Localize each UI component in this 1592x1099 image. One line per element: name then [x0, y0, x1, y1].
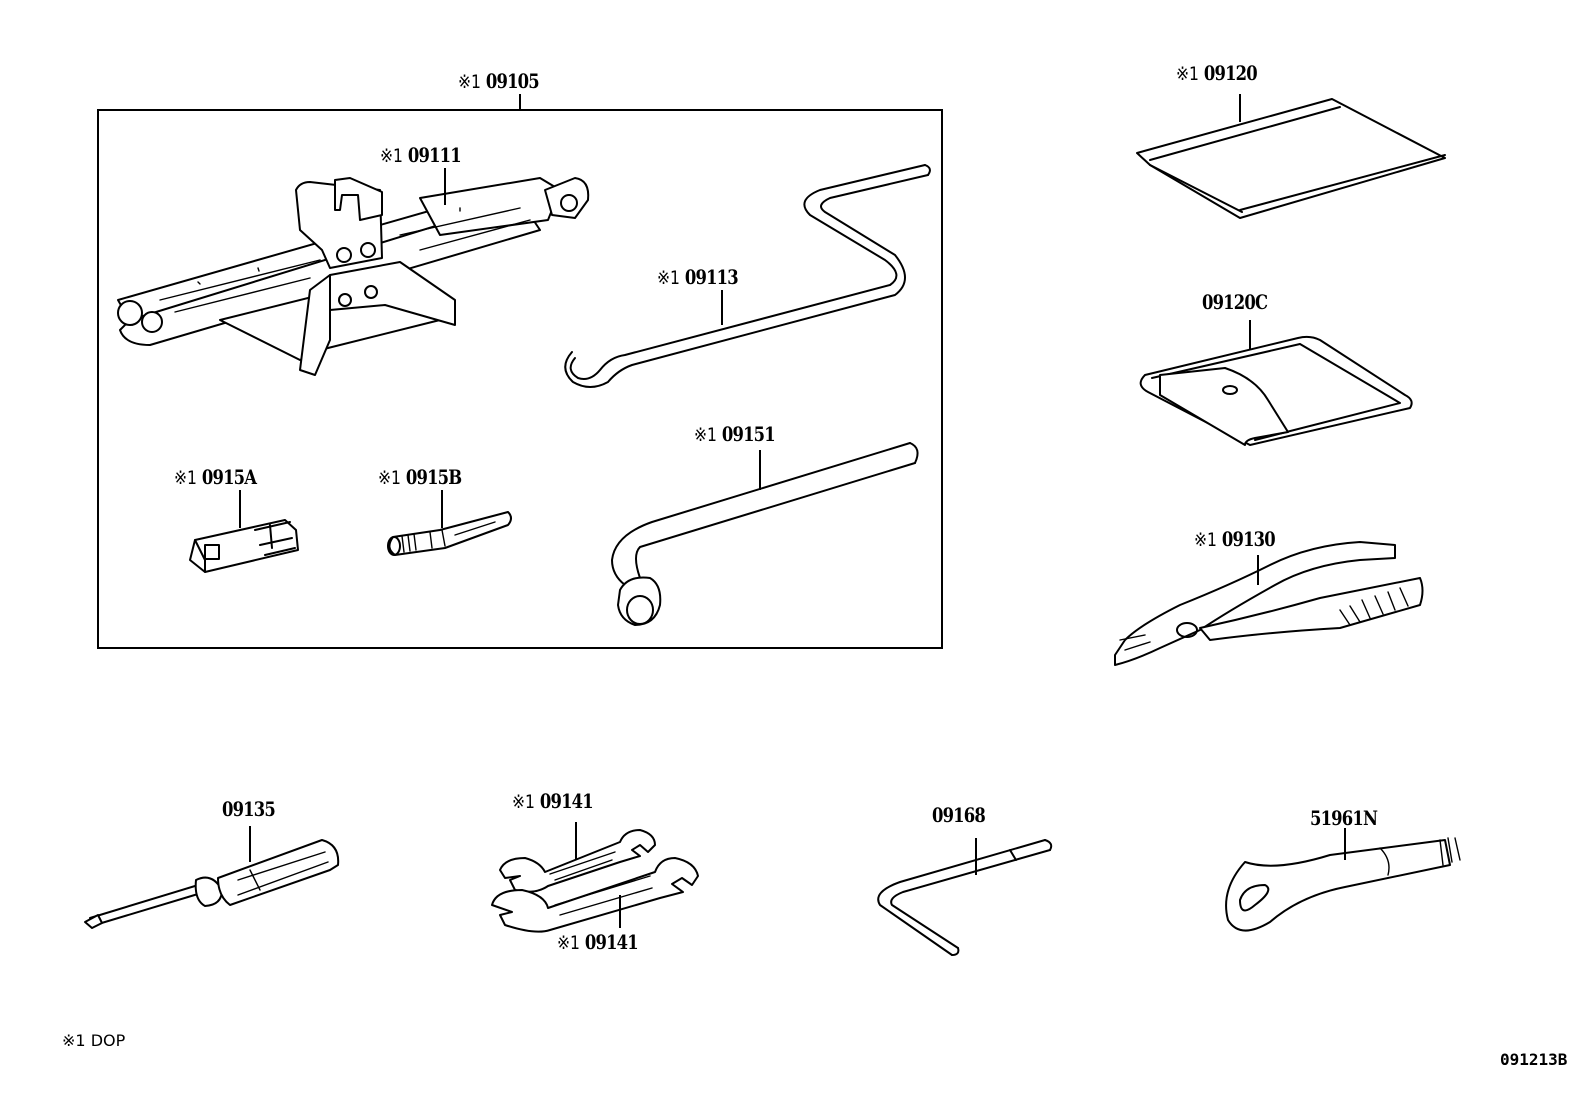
- part-number: 09130: [1221, 527, 1276, 551]
- part-number: 09111: [407, 143, 462, 167]
- dop-mark: ※1: [1176, 63, 1199, 85]
- part-number: 09141: [584, 930, 639, 954]
- illustration-code: 091213B: [1500, 1050, 1568, 1069]
- legend-mark: ※1: [62, 1031, 86, 1050]
- part-number: 09168: [932, 803, 986, 827]
- callout-09168[interactable]: 09168: [932, 803, 986, 827]
- callout-51961N[interactable]: 51961N: [1310, 806, 1378, 830]
- screwdriver-drawing: [84, 839, 340, 929]
- dop-mark: ※1: [657, 267, 680, 289]
- part-number: 09120: [1203, 61, 1258, 85]
- legend-text: DOP: [90, 1031, 126, 1050]
- jack-handle-drawing: [564, 164, 931, 388]
- dop-mark: ※1: [458, 71, 481, 93]
- wrench-small-drawing: [499, 829, 656, 893]
- dop-mark: ※1: [378, 467, 401, 489]
- part-number: 09120C: [1202, 290, 1268, 314]
- part-number: 09141: [539, 789, 594, 813]
- jack-drawing: [117, 177, 590, 376]
- callout-09120C[interactable]: 09120C: [1202, 290, 1268, 314]
- wrench-large-drawing: [491, 857, 699, 933]
- dop-mark: ※1: [694, 424, 717, 446]
- dop-mark: ※1: [174, 467, 197, 489]
- part-number: 0915A: [201, 465, 257, 489]
- part-number: 09105: [485, 69, 540, 93]
- dop-mark: ※1: [557, 932, 580, 954]
- socket-adapter-b-drawing: [387, 511, 512, 556]
- part-number: 51961N: [1310, 806, 1378, 830]
- part-number: 09135: [222, 797, 276, 821]
- callout-09135[interactable]: 09135: [222, 797, 276, 821]
- towing-eye-drawing: [1225, 837, 1461, 932]
- dop-mark: ※1: [380, 145, 403, 167]
- wheel-nut-wrench-drawing: [611, 442, 919, 626]
- dop-mark: ※1: [1194, 529, 1217, 551]
- tool-bag-drawing: [1136, 98, 1446, 219]
- legend-note: ※1 DOP: [62, 1031, 125, 1050]
- tool-pouch-drawing: [1139, 335, 1413, 446]
- hex-key-drawing: [877, 839, 1053, 956]
- pliers-drawing: [1114, 541, 1424, 666]
- part-number: 0915B: [405, 465, 462, 489]
- dop-mark: ※1: [512, 791, 535, 813]
- part-number: 09113: [684, 265, 739, 289]
- part-number: 09151: [721, 422, 776, 446]
- socket-adapter-a-drawing: [189, 519, 299, 573]
